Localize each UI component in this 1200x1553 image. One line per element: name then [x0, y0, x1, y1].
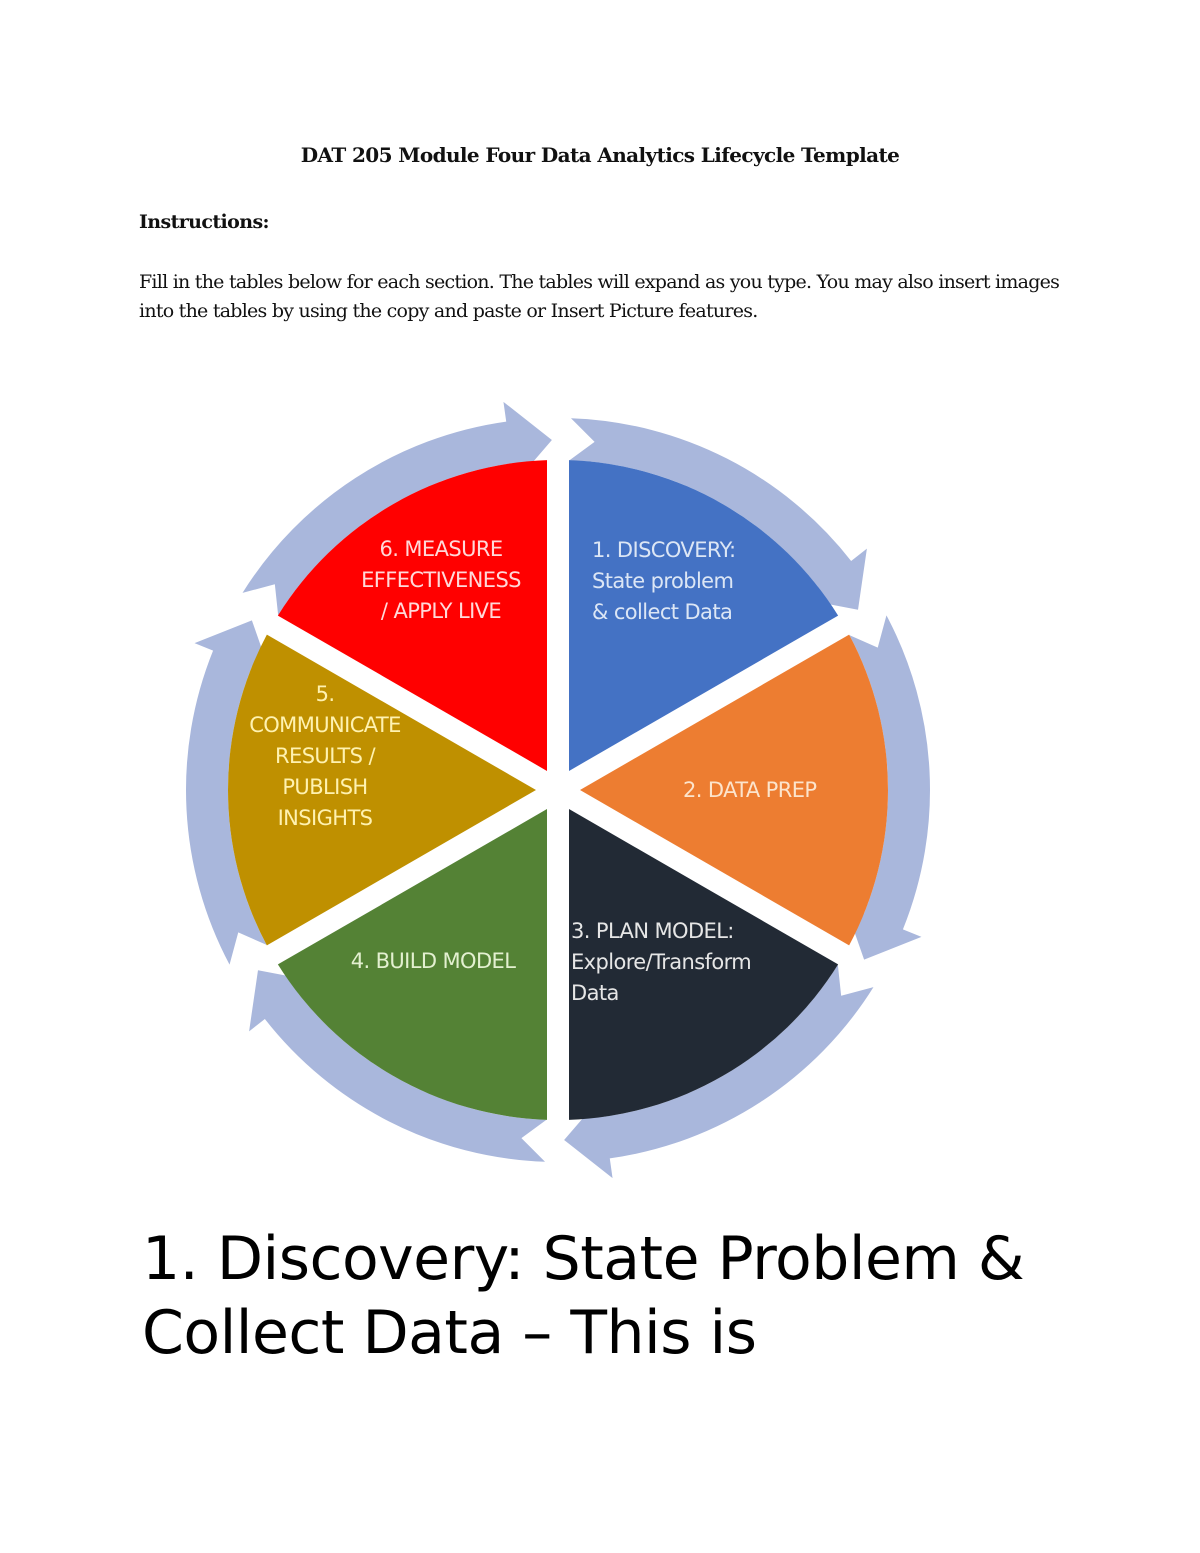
stage-label-1: 1. DISCOVERY:State problem& collect Data	[592, 538, 735, 624]
cycle-arrow-ring	[185, 401, 930, 1179]
stage-wedge-5	[228, 634, 536, 946]
stage-wedge-4	[277, 809, 547, 1120]
stage-wedge-1	[569, 460, 839, 771]
stage-wedge-6	[277, 460, 547, 771]
cycle-arrow-5	[185, 620, 271, 965]
document-title: DAT 205 Module Four Data Analytics Lifec…	[300, 143, 900, 167]
stage-label-4: 4. BUILD MODEL	[351, 949, 517, 973]
cycle-arrow-2	[845, 615, 930, 960]
stage-wedge-2	[580, 634, 889, 946]
cycle-arrow-4	[249, 970, 547, 1162]
cycle-arrow-6	[242, 401, 552, 616]
stage-wedge-3	[569, 809, 839, 1120]
lifecycle-labels: 1. DISCOVERY:State problem& collect Data…	[249, 537, 817, 1005]
instructions-body: Fill in the tables below for each sectio…	[139, 271, 1060, 322]
cycle-arrow-1	[569, 418, 867, 610]
instructions-heading: Instructions:	[139, 211, 270, 233]
stage-label-2: 2. DATA PREP	[683, 778, 816, 802]
section-heading-discovery: 1. Discovery: State Problem & Collect Da…	[142, 1224, 1025, 1368]
lifecycle-wedges	[228, 460, 889, 1120]
cycle-arrow-3	[564, 964, 874, 1179]
